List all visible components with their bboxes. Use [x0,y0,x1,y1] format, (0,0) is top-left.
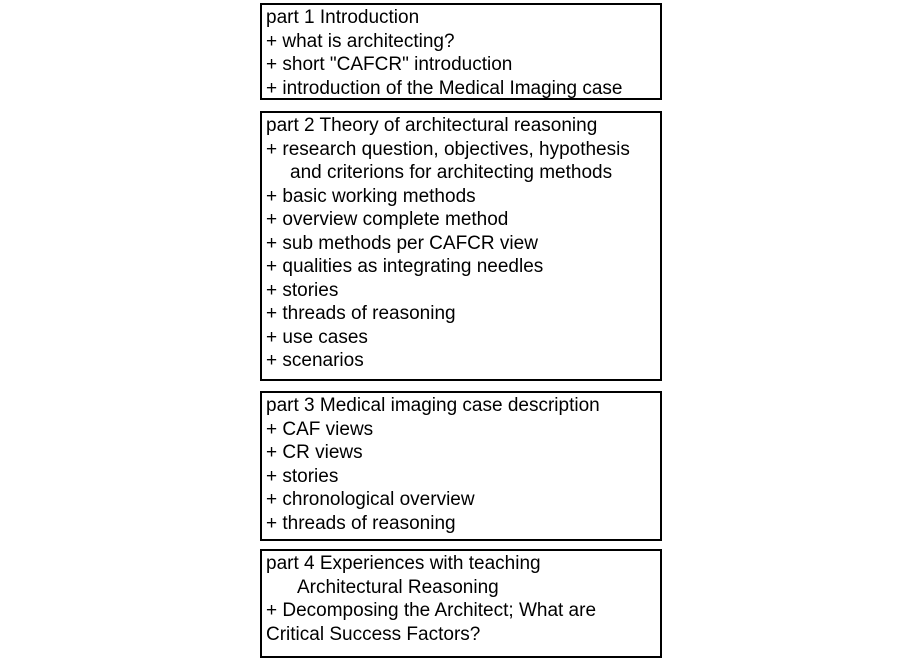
outline-item: + short "CAFCR" introduction [266,54,513,75]
part-4-title: part 4 Experiences with teaching [266,553,541,574]
outline-item: + CR views [266,442,363,463]
outline-item: + chronological overview [266,489,475,510]
part-1-title: part 1 Introduction [266,7,420,28]
outline-box-part-2: part 2 Theory of architectural reasoning… [260,111,662,381]
outline-item: + threads of reasoning [266,303,456,324]
outline-item: + use cases [266,326,368,348]
outline-item-continuation: and criterions for architecting methods [290,162,613,183]
outline-item: + overview complete method [266,209,509,230]
outline-box-part-1: part 1 Introduction + what is architecti… [260,3,662,100]
outline-item: + sub methods per CAFCR view [266,232,538,254]
outline-item: + CAF views [266,418,374,440]
outline-item: + threads of reasoning [266,512,456,534]
outline-item: + stories [266,465,339,487]
outline-item: + stories [266,279,339,301]
outline-box-part-3: part 3 Medical imaging case description … [260,391,662,541]
outline-item: + research question, objectives, hypothe… [266,138,630,160]
part-3-title: part 3 Medical imaging case description [266,395,600,416]
outline-item: + Decomposing the Architect; What are [266,600,597,621]
part-2-title: part 2 Theory of architectural reasoning [266,115,598,136]
outline-item: + scenarios [266,350,364,371]
outline-item: + what is architecting? [266,30,455,52]
outline-item: + qualities as integrating needles [266,256,544,277]
outline-box-part-4: part 4 Experiences with teaching Archite… [260,549,662,658]
outline-item-continuation: Critical Success Factors? [266,623,481,645]
part-4-title-continuation: Architectural Reasoning [297,576,499,598]
outline-item: + basic working methods [266,185,476,207]
outline-item: + introduction of the Medical Imaging ca… [266,77,623,99]
